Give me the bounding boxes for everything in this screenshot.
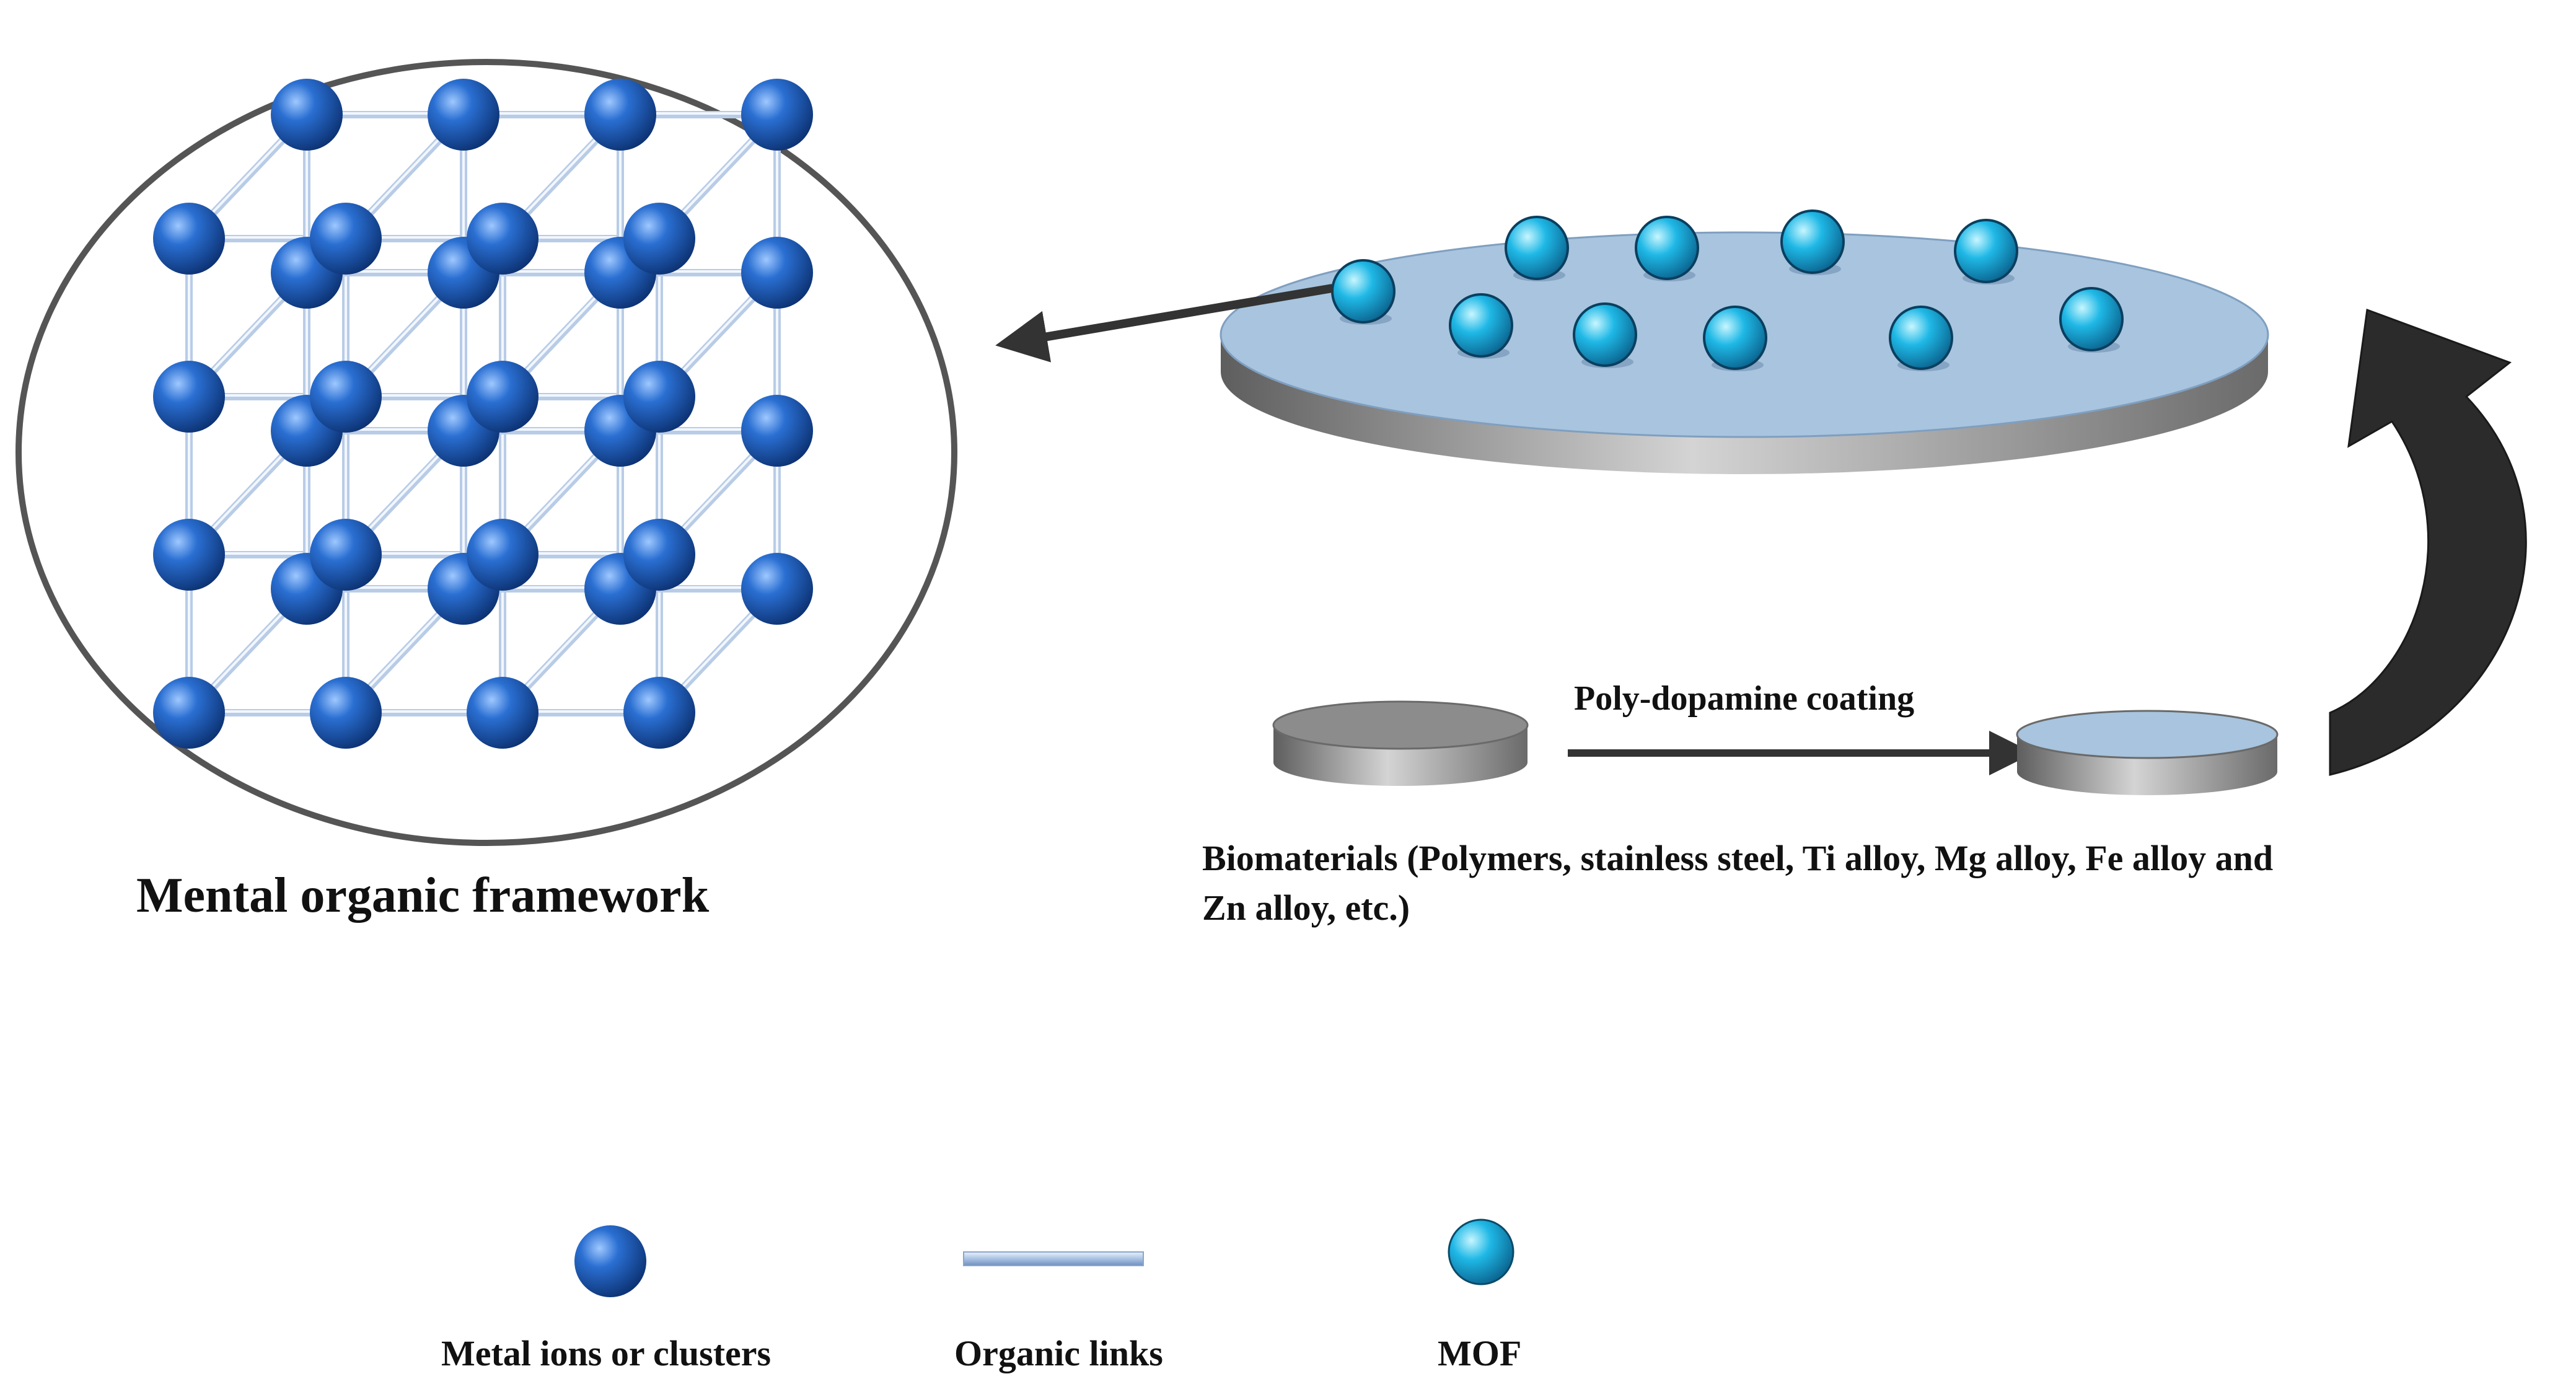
metal-node xyxy=(467,203,538,275)
metal-node xyxy=(271,79,343,151)
mof-particle xyxy=(1780,209,1845,274)
metal-node-lattice xyxy=(153,79,813,749)
biomaterials-line-2: Zn alloy, etc.) xyxy=(1202,888,1410,928)
legend-mof-label: MOF xyxy=(1438,1333,1522,1373)
mof-particle xyxy=(2059,287,2124,351)
legend xyxy=(574,1219,1514,1297)
mof-particle xyxy=(1703,306,1767,370)
biomaterials-label: Biomaterials (Polymers, stainless steel,… xyxy=(1202,834,2273,933)
metal-node xyxy=(741,237,813,309)
metal-node xyxy=(153,677,225,749)
mof-particle xyxy=(1954,219,2018,283)
framework-title: Mental organic framework xyxy=(136,868,710,923)
mof-particle xyxy=(1889,306,1953,370)
metal-node xyxy=(467,677,538,749)
metal-node xyxy=(428,79,499,151)
metal-node xyxy=(623,361,695,433)
legend-metal-label: Metal ions or clusters xyxy=(441,1333,771,1373)
metal-node xyxy=(741,79,813,151)
mof-particle xyxy=(1635,216,1699,280)
curved-return-arrow xyxy=(2329,308,2527,776)
coated-disk-with-mof xyxy=(1220,209,2269,474)
metal-node xyxy=(153,519,225,591)
magnifier-circle xyxy=(15,59,957,846)
mof-particle xyxy=(1449,293,1513,358)
zoom-arrow xyxy=(995,284,1334,363)
metal-node xyxy=(310,677,382,749)
metal-node xyxy=(310,519,382,591)
metal-node xyxy=(584,79,656,151)
mof-particle xyxy=(1573,302,1637,367)
metal-node xyxy=(467,519,538,591)
metal-node xyxy=(467,361,538,433)
metal-node xyxy=(310,203,382,275)
mof-particle xyxy=(1331,259,1396,324)
legend-link-icon xyxy=(963,1251,1144,1266)
coating-label: Poly-dopamine coating xyxy=(1574,679,1915,718)
metal-node xyxy=(153,203,225,275)
metal-node xyxy=(623,519,695,591)
metal-node xyxy=(741,395,813,467)
mof-particle xyxy=(1505,216,1569,280)
biomaterials-line-1: Biomaterials (Polymers, stainless steel,… xyxy=(1202,838,2274,878)
metal-node xyxy=(623,203,695,275)
uncoated-disk xyxy=(1272,700,1529,786)
metal-node xyxy=(153,361,225,433)
mof-particles xyxy=(1331,209,2124,371)
metal-node xyxy=(623,677,695,749)
legend-links-label: Organic links xyxy=(954,1333,1163,1373)
legend-metal-icon xyxy=(574,1225,646,1297)
metal-node xyxy=(741,553,813,625)
metal-node xyxy=(310,361,382,433)
legend-mof-icon xyxy=(1448,1219,1514,1285)
coated-small-disk xyxy=(2016,710,2279,795)
